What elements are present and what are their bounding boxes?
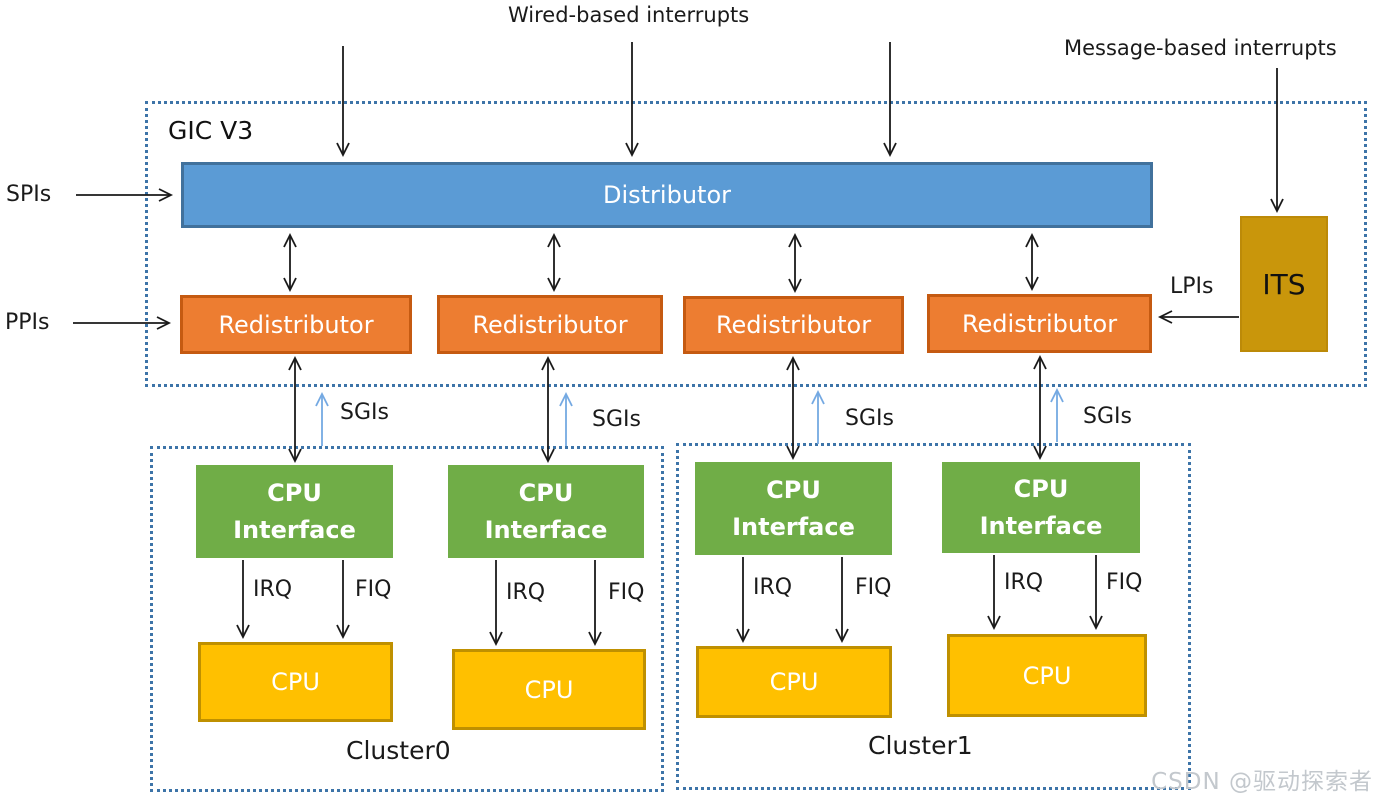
cpu-interface-line1: CPU bbox=[267, 478, 322, 507]
cpu-label-4: CPU bbox=[1022, 661, 1072, 690]
gic-v3-container bbox=[145, 101, 1367, 387]
gic-v3-title: GIC V3 bbox=[168, 116, 254, 145]
message-interrupts-label: Message-based interrupts bbox=[1064, 36, 1337, 60]
sgis-label-2: SGIs bbox=[592, 407, 641, 432]
cpu-interface-line2: Interface bbox=[732, 512, 855, 541]
its-label: ITS bbox=[1262, 267, 1306, 301]
irq-label-4: IRQ bbox=[1004, 570, 1044, 595]
cpu-interface-line1: CPU bbox=[518, 478, 574, 507]
cpu-interface-box-2: CPU Interface bbox=[448, 465, 644, 558]
sgi-arrows bbox=[315, 387, 1064, 446]
cpu-interface-line2: Interface bbox=[484, 515, 608, 544]
cpu-box-4: CPU bbox=[947, 634, 1147, 717]
fiq-label-3: FIQ bbox=[855, 575, 892, 600]
ppis-label: PPIs bbox=[5, 310, 50, 335]
redistributor-box-1: Redistributor bbox=[180, 295, 412, 354]
fiq-label-2: FIQ bbox=[608, 580, 645, 605]
redistributor-label-3: Redistributor bbox=[715, 311, 872, 339]
wired-interrupts-label: Wired-based interrupts bbox=[508, 3, 750, 27]
cpu-box-3: CPU bbox=[696, 646, 892, 718]
cpu-label-2: CPU bbox=[524, 675, 574, 704]
distributor-box: Distributor bbox=[181, 162, 1153, 228]
cpu-interface-line2: Interface bbox=[233, 515, 356, 544]
cpu-interface-line2: Interface bbox=[979, 511, 1103, 540]
cpu-interface-box-3: CPU Interface bbox=[695, 462, 892, 555]
fiq-label-4: FIQ bbox=[1106, 570, 1143, 595]
irq-label-1: IRQ bbox=[253, 577, 293, 602]
redistributor-label-2: Redistributor bbox=[472, 310, 628, 339]
spis-label: SPIs bbox=[6, 182, 52, 207]
distributor-label: Distributor bbox=[602, 181, 731, 209]
sgis-label-4: SGIs bbox=[1083, 404, 1132, 429]
cpu-interface-line1: CPU bbox=[766, 475, 821, 504]
cluster0-label: Cluster0 bbox=[346, 736, 451, 765]
sgis-label-3: SGIs bbox=[845, 406, 894, 431]
fiq-label-1: FIQ bbox=[355, 577, 392, 602]
cpu-interface-box-4: CPU Interface bbox=[942, 462, 1140, 553]
lpis-label: LPIs bbox=[1170, 274, 1214, 299]
cpu-interface-box-1: CPU Interface bbox=[196, 465, 393, 558]
its-box: ITS bbox=[1240, 216, 1328, 352]
redistributor-label-1: Redistributor bbox=[218, 310, 374, 339]
redistributor-box-3: Redistributor bbox=[683, 296, 904, 354]
irq-label-2: IRQ bbox=[506, 580, 546, 605]
cpu-label-3: CPU bbox=[769, 668, 819, 696]
redistributor-box-4: Redistributor bbox=[927, 294, 1152, 353]
redistributor-box-2: Redistributor bbox=[437, 295, 663, 354]
sgis-label-1: SGIs bbox=[340, 400, 389, 425]
cpu-box-2: CPU bbox=[452, 649, 646, 730]
cluster1-container bbox=[676, 443, 1191, 790]
watermark: CSDN @驱动探索者 bbox=[1151, 769, 1373, 795]
irq-label-3: IRQ bbox=[753, 575, 793, 600]
redistributor-label-4: Redistributor bbox=[961, 309, 1118, 338]
cpu-label-1: CPU bbox=[271, 668, 320, 696]
cpu-interface-line1: CPU bbox=[1013, 474, 1069, 503]
cluster1-label: Cluster1 bbox=[868, 731, 973, 760]
cpu-box-1: CPU bbox=[198, 642, 393, 722]
cluster0-container bbox=[150, 446, 664, 792]
